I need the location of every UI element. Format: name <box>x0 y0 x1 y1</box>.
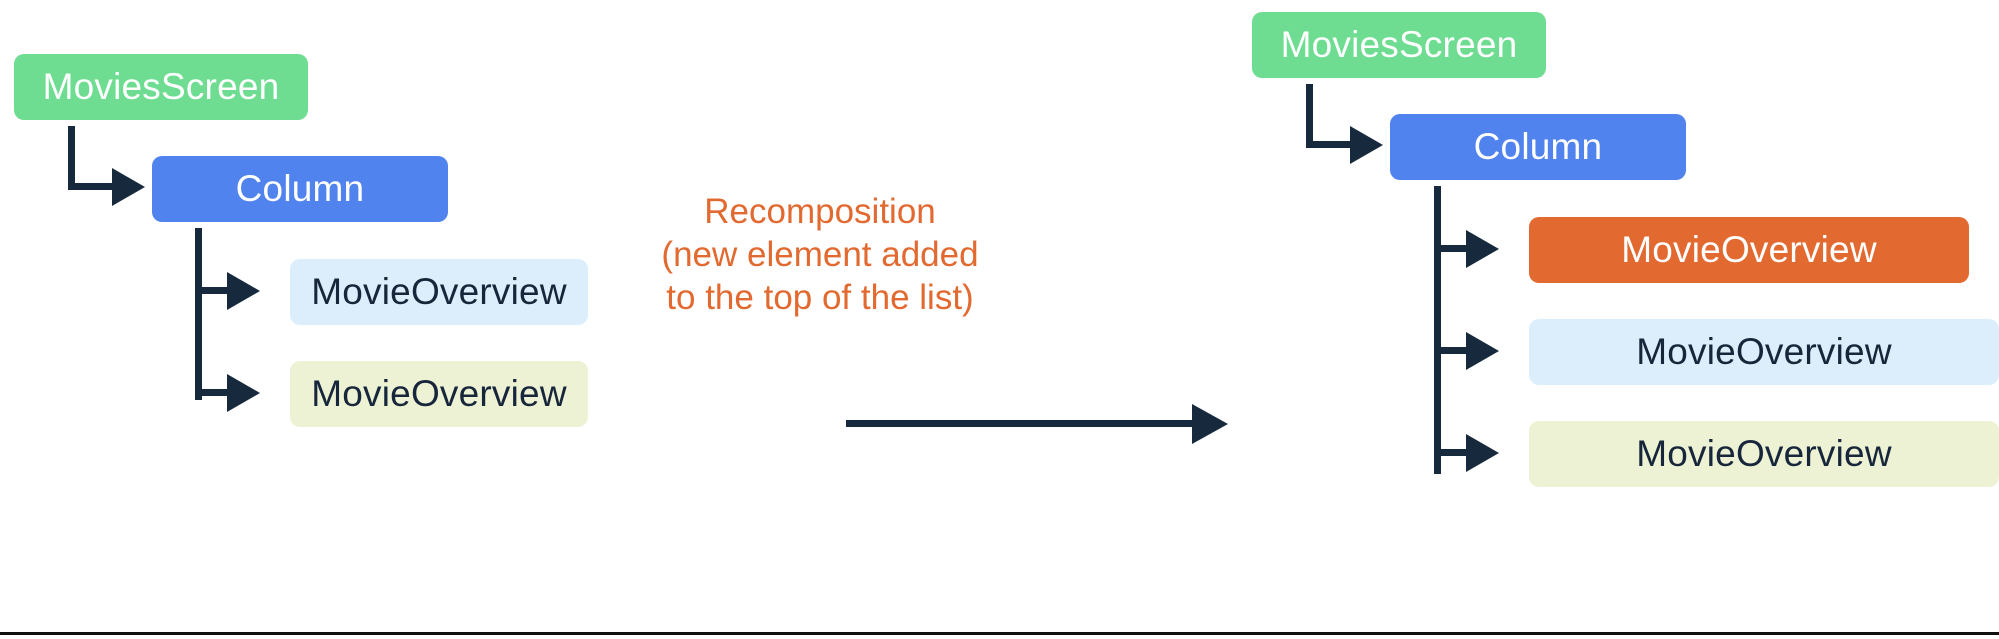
recomposition-caption-line-2: (new element added <box>661 235 979 274</box>
after-connector-branch-3-hline <box>1434 449 1488 456</box>
after-connector-root-to-column-vline <box>1306 84 1313 148</box>
before-connector-root-to-column-arrowhead <box>112 168 145 206</box>
after-connector-root-to-column-hline <box>1306 141 1374 148</box>
after-node-movie-overview-new[interactable]: MovieOverview <box>1529 217 1969 283</box>
after-connector-trunk <box>1434 186 1441 474</box>
after-node-movie-overview-2-label: MovieOverview <box>1636 331 1892 372</box>
before-connector-root-to-column-vline <box>68 126 75 190</box>
after-node-movie-overview-3-label: MovieOverview <box>1636 433 1892 474</box>
recomposition-caption-line-3: to the top of the list) <box>666 278 974 317</box>
before-node-movie-overview-2-label: MovieOverview <box>311 373 567 414</box>
before-node-movie-overview-1-label: MovieOverview <box>311 271 567 312</box>
after-node-movie-overview-2[interactable]: MovieOverview <box>1529 319 1999 385</box>
after-node-column[interactable]: Column <box>1390 114 1686 180</box>
recomposition-arrow-head <box>1192 404 1228 444</box>
after-node-movies-screen-label: MoviesScreen <box>1280 24 1518 65</box>
after-node-movies-screen[interactable]: MoviesScreen <box>1252 12 1546 78</box>
after-connector-branch-2-hline <box>1434 347 1488 354</box>
before-connector-branch-1-hline <box>195 287 249 294</box>
before-connector-trunk <box>195 228 202 400</box>
after-connector-branch-1-arrowhead <box>1466 230 1499 268</box>
before-node-column-label: Column <box>235 168 365 209</box>
before-connector-branch-1-arrowhead <box>227 272 260 310</box>
before-node-column[interactable]: Column <box>152 156 448 222</box>
after-connector-branch-3-arrowhead <box>1466 434 1499 472</box>
after-node-movie-overview-3[interactable]: MovieOverview <box>1529 421 1999 487</box>
before-node-movies-screen[interactable]: MoviesScreen <box>14 54 308 120</box>
before-node-movie-overview-2[interactable]: MovieOverview <box>290 361 588 427</box>
after-node-column-label: Column <box>1473 126 1603 167</box>
before-connector-branch-2-hline <box>195 389 249 396</box>
before-connector-branch-2-arrowhead <box>227 374 260 412</box>
before-connector-root-to-column-hline <box>68 183 136 190</box>
recomposition-caption-line-1: Recomposition <box>704 192 936 231</box>
after-connector-root-to-column-arrowhead <box>1350 126 1383 164</box>
before-node-movie-overview-1[interactable]: MovieOverview <box>290 259 588 325</box>
after-connector-branch-1-hline <box>1434 245 1488 252</box>
footer-divider <box>0 632 1999 635</box>
before-node-movies-screen-label: MoviesScreen <box>42 66 280 107</box>
recomposition-caption: Recomposition (new element added to the … <box>660 190 980 319</box>
recomposition-arrow-shaft <box>846 420 1196 427</box>
after-connector-branch-2-arrowhead <box>1466 332 1499 370</box>
after-node-movie-overview-new-label: MovieOverview <box>1621 229 1877 270</box>
